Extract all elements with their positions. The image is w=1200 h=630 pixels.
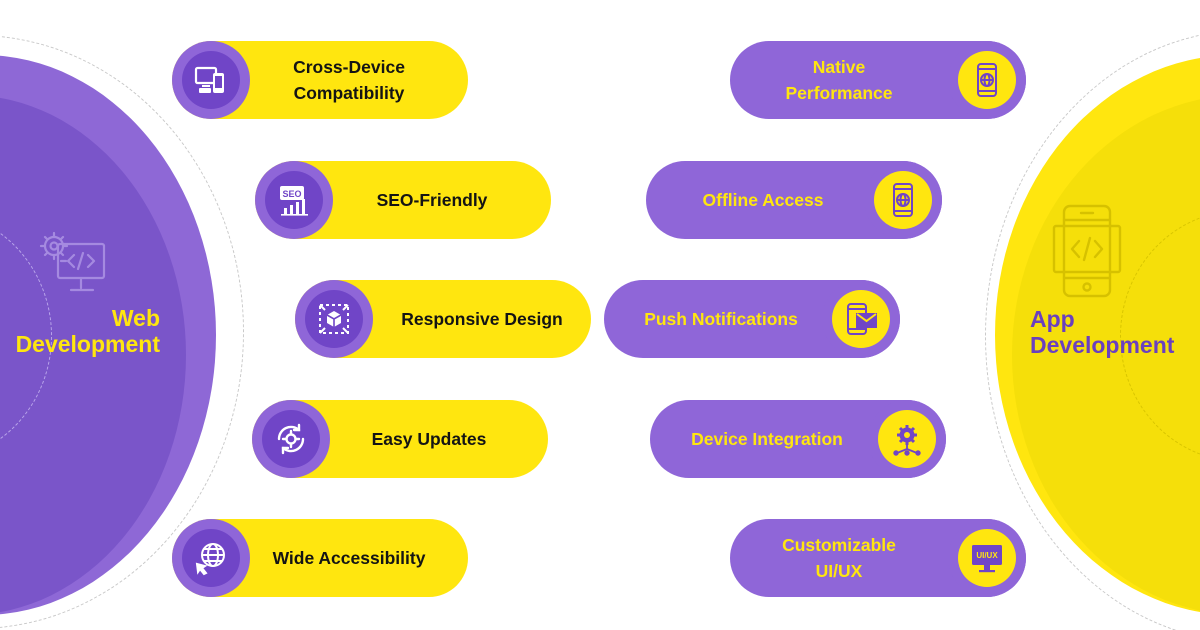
feature-icon-inner [262,410,320,468]
app-feature-customizable-ui-ux: Customizable UI/UX UI/UX [730,519,1026,597]
feature-label: Responsive Design [401,309,563,329]
feature-icon-badge [822,280,900,358]
app-feature-offline-access: Offline Access [646,161,942,239]
feature-label: SEO-Friendly [376,190,488,210]
feature-icon-inner [874,171,932,229]
gear-network-icon [893,425,921,456]
feature-icon-inner: UI/UX [958,529,1016,587]
feature-icon-inner [182,51,240,109]
refresh-gear-icon [277,423,305,455]
feature-label: Push Notifications [644,309,798,329]
feature-icon-inner [958,51,1016,109]
globe-cursor-icon [195,543,225,576]
feature-label: Easy Updates [371,429,487,449]
web-feature-seo: SEO SEO-Friendly [255,161,551,239]
feature-icon-badge: UI/UX [948,519,1026,597]
feature-icon-inner [878,410,936,468]
feature-icon-inner [305,290,363,348]
feature-icon-badge: SEO [255,161,333,239]
svg-text:UI/UX: UI/UX [976,551,998,560]
web-code-monitor-icon [39,231,106,292]
svg-text:SEO: SEO [282,189,301,199]
seo-chart-icon: SEO [280,186,308,216]
web-feature-responsive: Responsive Design [295,280,591,358]
feature-icon-badge [868,400,946,478]
feature-icon-badge [252,400,330,478]
web-development-title: Web Development [0,305,160,357]
phone-mail-icon [847,303,877,335]
feature-label: Native Performance [785,57,893,103]
web-feature-cross-device: Cross-Device Compatibility [172,41,468,119]
feature-label: Wide Accessibility [272,548,426,568]
feature-icon-inner [832,290,890,348]
feature-icon-badge [172,519,250,597]
feature-icon-inner: SEO [265,171,323,229]
feature-label: Cross-Device Compatibility [293,57,405,103]
app-title-text: App Development [1030,306,1175,358]
feature-icon-badge [172,41,250,119]
feature-icon-badge [948,41,1026,119]
feature-icon-inner [182,529,240,587]
feature-label: Customizable UI/UX [782,535,896,581]
phone-globe-icon [893,183,913,217]
app-feature-device-integration: Device Integration [650,400,946,478]
mobile-code-icon [1052,204,1122,298]
feature-icon-badge [295,280,373,358]
app-feature-native-performance: Native Performance [730,41,1026,119]
ui-ux-monitor-icon: UI/UX [972,545,1002,573]
phone-globe-icon [977,63,997,97]
app-feature-push-notifications: Push Notifications [604,280,900,358]
feature-icon-badge [864,161,942,239]
devices-icon [194,66,224,93]
web-feature-easy-updates: Easy Updates [252,400,548,478]
feature-label: Offline Access [702,190,824,210]
web-title-text: Web Development [15,305,160,357]
app-development-title: App Development [1030,306,1200,358]
feature-label: Device Integration [691,429,843,449]
web-feature-wide-accessibility: Wide Accessibility [172,519,468,597]
responsive-box-icon [319,304,349,334]
